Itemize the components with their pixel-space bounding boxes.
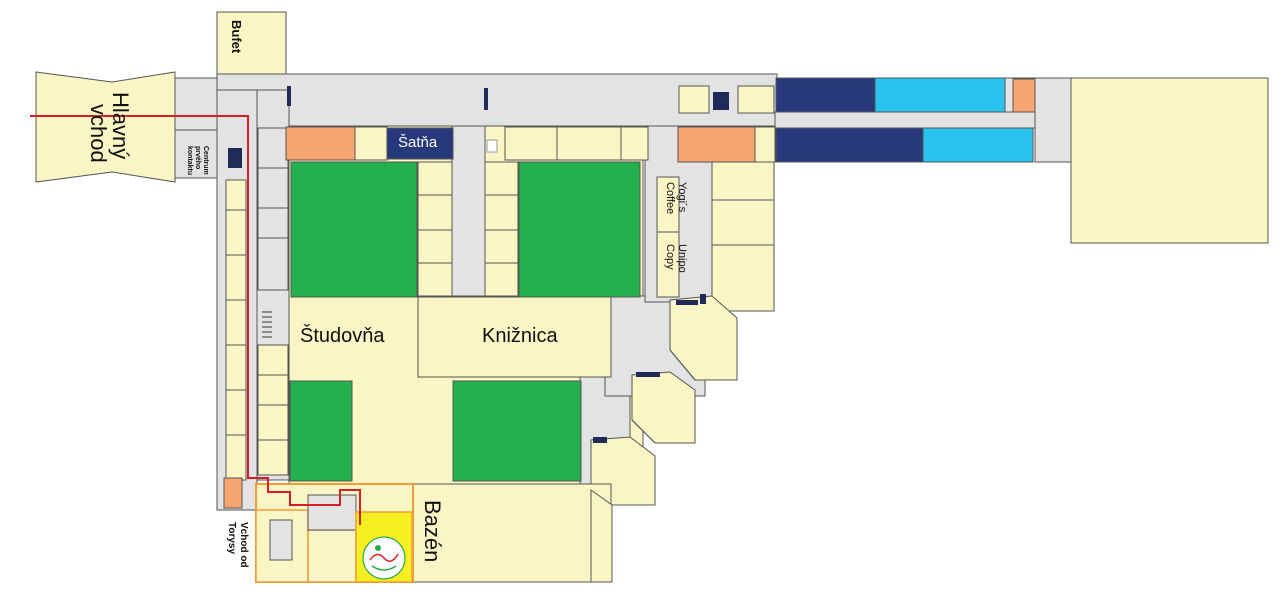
light-blue-room-2: [922, 127, 1034, 163]
dark-blue-room-1: [775, 77, 876, 113]
contact-center: [174, 129, 220, 179]
buffet-room: [216, 11, 287, 77]
torysa-entrance-label: Vchod od Torysy: [225, 522, 249, 568]
contact-center-line2: prvého: [194, 146, 201, 170]
bottom-hall: [412, 483, 612, 583]
contact-center-line3: kontaktu: [186, 146, 193, 176]
buffet-label: Bufet: [229, 20, 244, 54]
main-entrance-label: Hlavný vchod: [86, 92, 133, 163]
unipo-copy: [656, 231, 680, 298]
orange-room-far: [1012, 78, 1036, 113]
torysa-line2: Torysy: [226, 522, 237, 555]
reading-area-1: [290, 161, 418, 298]
library-room: [417, 296, 612, 378]
unipo-line1: Unipo: [676, 244, 688, 273]
right-corridor: [774, 111, 1073, 129]
study-room-label: Študovňa: [300, 325, 385, 347]
orange-room-left: [285, 126, 356, 161]
orange-room-right: [677, 126, 756, 163]
contact-center-label: Centrum prvého kontaktu: [185, 146, 209, 175]
light-blue-room-1: [874, 77, 1006, 113]
elevator-icon: [228, 86, 729, 443]
stairs-icon: [262, 311, 272, 338]
left-corner-orange: [223, 477, 243, 509]
yogis-line2: Coffee: [664, 182, 676, 215]
far-right-block: [1070, 77, 1269, 244]
unipo-copy-label: Unipo Copy: [664, 244, 688, 273]
swimmer-logo-icon: [362, 536, 406, 580]
contact-center-line1: Centrum: [202, 146, 209, 175]
reading-area-3: [289, 380, 353, 482]
unipo-line2: Copy: [664, 244, 676, 270]
yogis-line1: Yogi´s: [676, 182, 688, 213]
main-entrance-line1: Hlavný: [108, 92, 133, 160]
yogis-coffee-label: Yogi´s Coffee: [664, 182, 688, 214]
library-label: Knižnica: [482, 325, 558, 347]
reading-area-2: [518, 161, 641, 298]
main-entrance-line2: vchod: [86, 104, 111, 163]
main-entrance-area: [35, 71, 176, 183]
pool-label: Bazén: [420, 500, 445, 563]
cloakroom: [386, 127, 454, 160]
torysa-line1: Vchod od: [238, 522, 249, 568]
route-line: [30, 115, 361, 525]
dark-blue-room-2: [775, 127, 924, 163]
reading-area-4: [452, 380, 582, 482]
cloakroom-label: Šatňa: [398, 134, 438, 151]
